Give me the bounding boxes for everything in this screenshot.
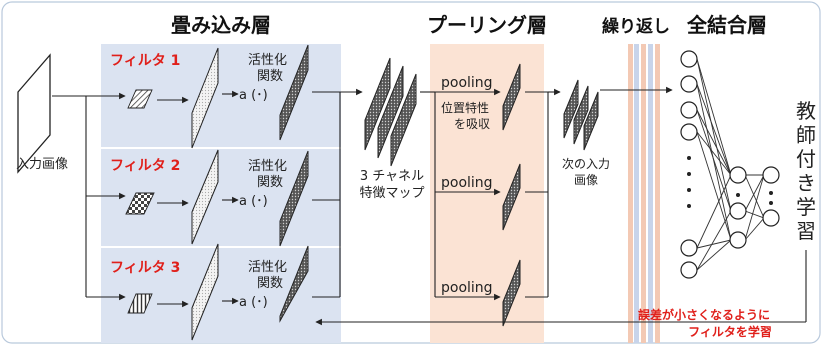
repeat-stripe: [634, 44, 639, 343]
pooling-label-1: pooling: [441, 75, 493, 91]
filter-1-label: フィルタ 1: [110, 53, 180, 69]
pooled-map-1: [502, 63, 521, 131]
input-image-label: 入力画像: [16, 157, 68, 172]
repeat-stripe: [628, 44, 633, 343]
fc-layer-title: 全結合層: [686, 13, 767, 37]
conv-map-2: [191, 149, 219, 245]
feature-map-line1: 3 チャネル: [360, 169, 424, 184]
feedback-line1: 誤差が小さくなるように: [638, 307, 770, 322]
activation-1-line2: 関数: [257, 69, 283, 84]
activated-map-2: [279, 150, 309, 247]
pooling-label-2: pooling: [441, 175, 493, 191]
conv-map-3: [191, 243, 219, 341]
activation-1-line1: 活性化: [248, 53, 287, 68]
next-input-stack: [563, 79, 599, 151]
activation-3-line1: 活性化: [248, 260, 287, 275]
filter-2-kernel: [125, 192, 155, 215]
filter-1-kernel: [127, 89, 153, 109]
repeat-stripe: [655, 44, 660, 343]
next-input-line1: 次の入力: [562, 157, 610, 171]
feature-map-line2: 特徴マップ: [359, 186, 424, 201]
fc-network: [680, 50, 780, 279]
feedback-line2: フィルタを学習: [688, 324, 772, 339]
activation-1-func: a (･): [239, 88, 268, 103]
pooling-label-3: pooling: [441, 280, 493, 296]
input-image-shape: [17, 53, 51, 174]
filter-3-kernel: [127, 293, 153, 314]
pool-layer-title: プーリング層: [427, 13, 547, 37]
pool-panel: [430, 44, 544, 343]
activated-map-1: [279, 44, 309, 141]
filter-2-label: フィルタ 2: [110, 158, 180, 174]
activation-2-line1: 活性化: [248, 159, 287, 174]
filter-3-label: フィルタ 3: [110, 260, 180, 276]
activated-map-3: [279, 245, 309, 323]
pooled-map-3: [502, 259, 521, 327]
feature-map-stack: [364, 57, 417, 167]
conv-map-1: [191, 47, 219, 149]
next-input-line2: 画像: [574, 173, 598, 187]
activation-2-line2: 関数: [257, 175, 283, 190]
pooling-note-line1: 位置特性: [441, 100, 489, 115]
repeat-stripe: [641, 44, 646, 343]
repeat-stripe: [648, 44, 653, 343]
activation-2-func: a (･): [239, 194, 268, 209]
pooled-map-2: [502, 163, 521, 231]
conv-layer-title: 畳み込み層: [171, 13, 271, 37]
supervised-label: 教師付き学習: [796, 99, 816, 243]
repeat-title: 繰り返し: [602, 16, 670, 37]
activation-3-func: a (･): [239, 295, 268, 310]
activation-3-line2: 関数: [257, 276, 283, 291]
supervised-text: 教師付き学習: [796, 99, 816, 243]
pooling-note-line2: を吸収: [454, 117, 490, 131]
